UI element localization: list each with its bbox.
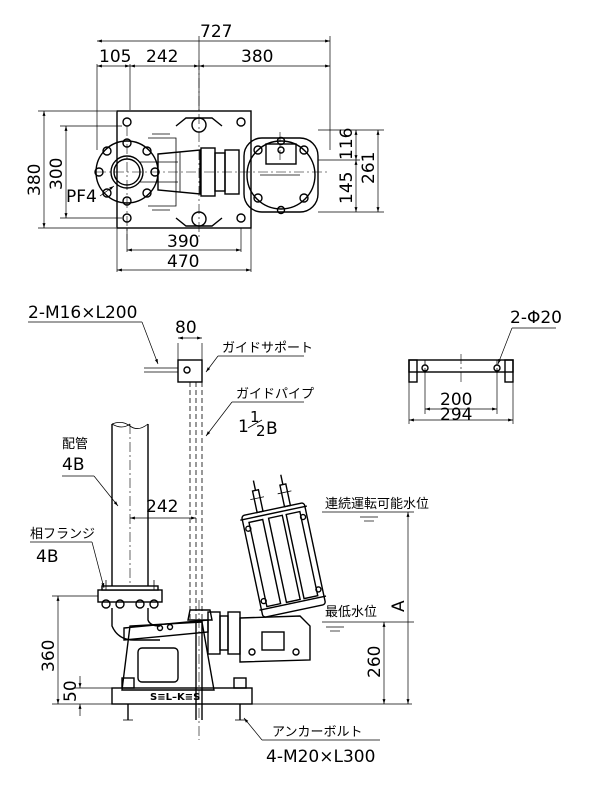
- bracket-hole-label: 2-Φ20: [510, 308, 562, 328]
- guide-pipe-size-den: 2: [256, 422, 266, 440]
- dim-380-label: 380: [241, 47, 273, 67]
- height-380-label: 380: [25, 164, 45, 196]
- width-390-label: 390: [167, 232, 199, 252]
- guide-pipe-label: ガイドパイプ: [236, 387, 314, 402]
- support-width-label: 80: [175, 318, 197, 338]
- dim-260-label: 260: [365, 646, 385, 678]
- pipe-offset-label: 242: [146, 497, 178, 517]
- dim-360-label: 360: [39, 640, 59, 672]
- overall-width-label: 727: [200, 22, 232, 42]
- guide-support-label: ガイドサポート: [222, 341, 313, 356]
- mating-flange-label: 相フランジ: [30, 527, 95, 542]
- dim-A-label: A: [389, 600, 409, 612]
- base-plate-outline: [116, 110, 252, 229]
- anchor-spec-label: 4-M20×L300: [266, 747, 375, 767]
- dim-145-label: 145: [337, 172, 357, 204]
- piping-size-label: 4B: [62, 455, 84, 475]
- mating-flange-size-label: 4B: [36, 547, 58, 567]
- side-elevation-view: 2-M16×L200 80 ガイドサポート ガイドパイプ 1 1 2 B: [28, 303, 429, 767]
- dim-261-label: 261: [359, 152, 379, 184]
- base-mark-label: S≡L–K≡S: [150, 692, 200, 703]
- top-plan-view: 727 105 242 380 380 300 PF4 390 470 116 …: [25, 22, 384, 272]
- bolt-spec-label: 2-M16×L200: [28, 303, 137, 323]
- min-level-label: 最低水位: [325, 605, 377, 620]
- bracket-width-label: 294: [440, 405, 472, 425]
- piping-label: 配管: [62, 437, 88, 452]
- thread-pf4-label: PF4: [66, 187, 97, 207]
- guide-pipe-size-num: 1: [250, 408, 260, 426]
- dim-105-label: 105: [99, 47, 131, 67]
- width-470-label: 470: [167, 252, 199, 272]
- dim-50-label: 50: [61, 680, 81, 702]
- bracket-pitch-label: 200: [440, 390, 472, 410]
- guide-pipe-size-whole: 1: [238, 417, 249, 437]
- continuous-level-label: 連続運転可能水位: [325, 497, 429, 512]
- pump-base: S≡L–K≡S: [111, 619, 253, 721]
- guide-bracket-detail: 200 294 2-Φ20: [408, 308, 562, 425]
- motor-housing-top: [243, 136, 319, 215]
- height-300-label: 300: [47, 158, 67, 190]
- dim-242-label: 242: [146, 47, 178, 67]
- pump-motor-side: [240, 474, 327, 618]
- anchor-bolt-label: アンカーボルト: [272, 725, 362, 740]
- guide-pipe-size-unit: B: [266, 419, 278, 439]
- dim-116-label: 116: [337, 128, 357, 160]
